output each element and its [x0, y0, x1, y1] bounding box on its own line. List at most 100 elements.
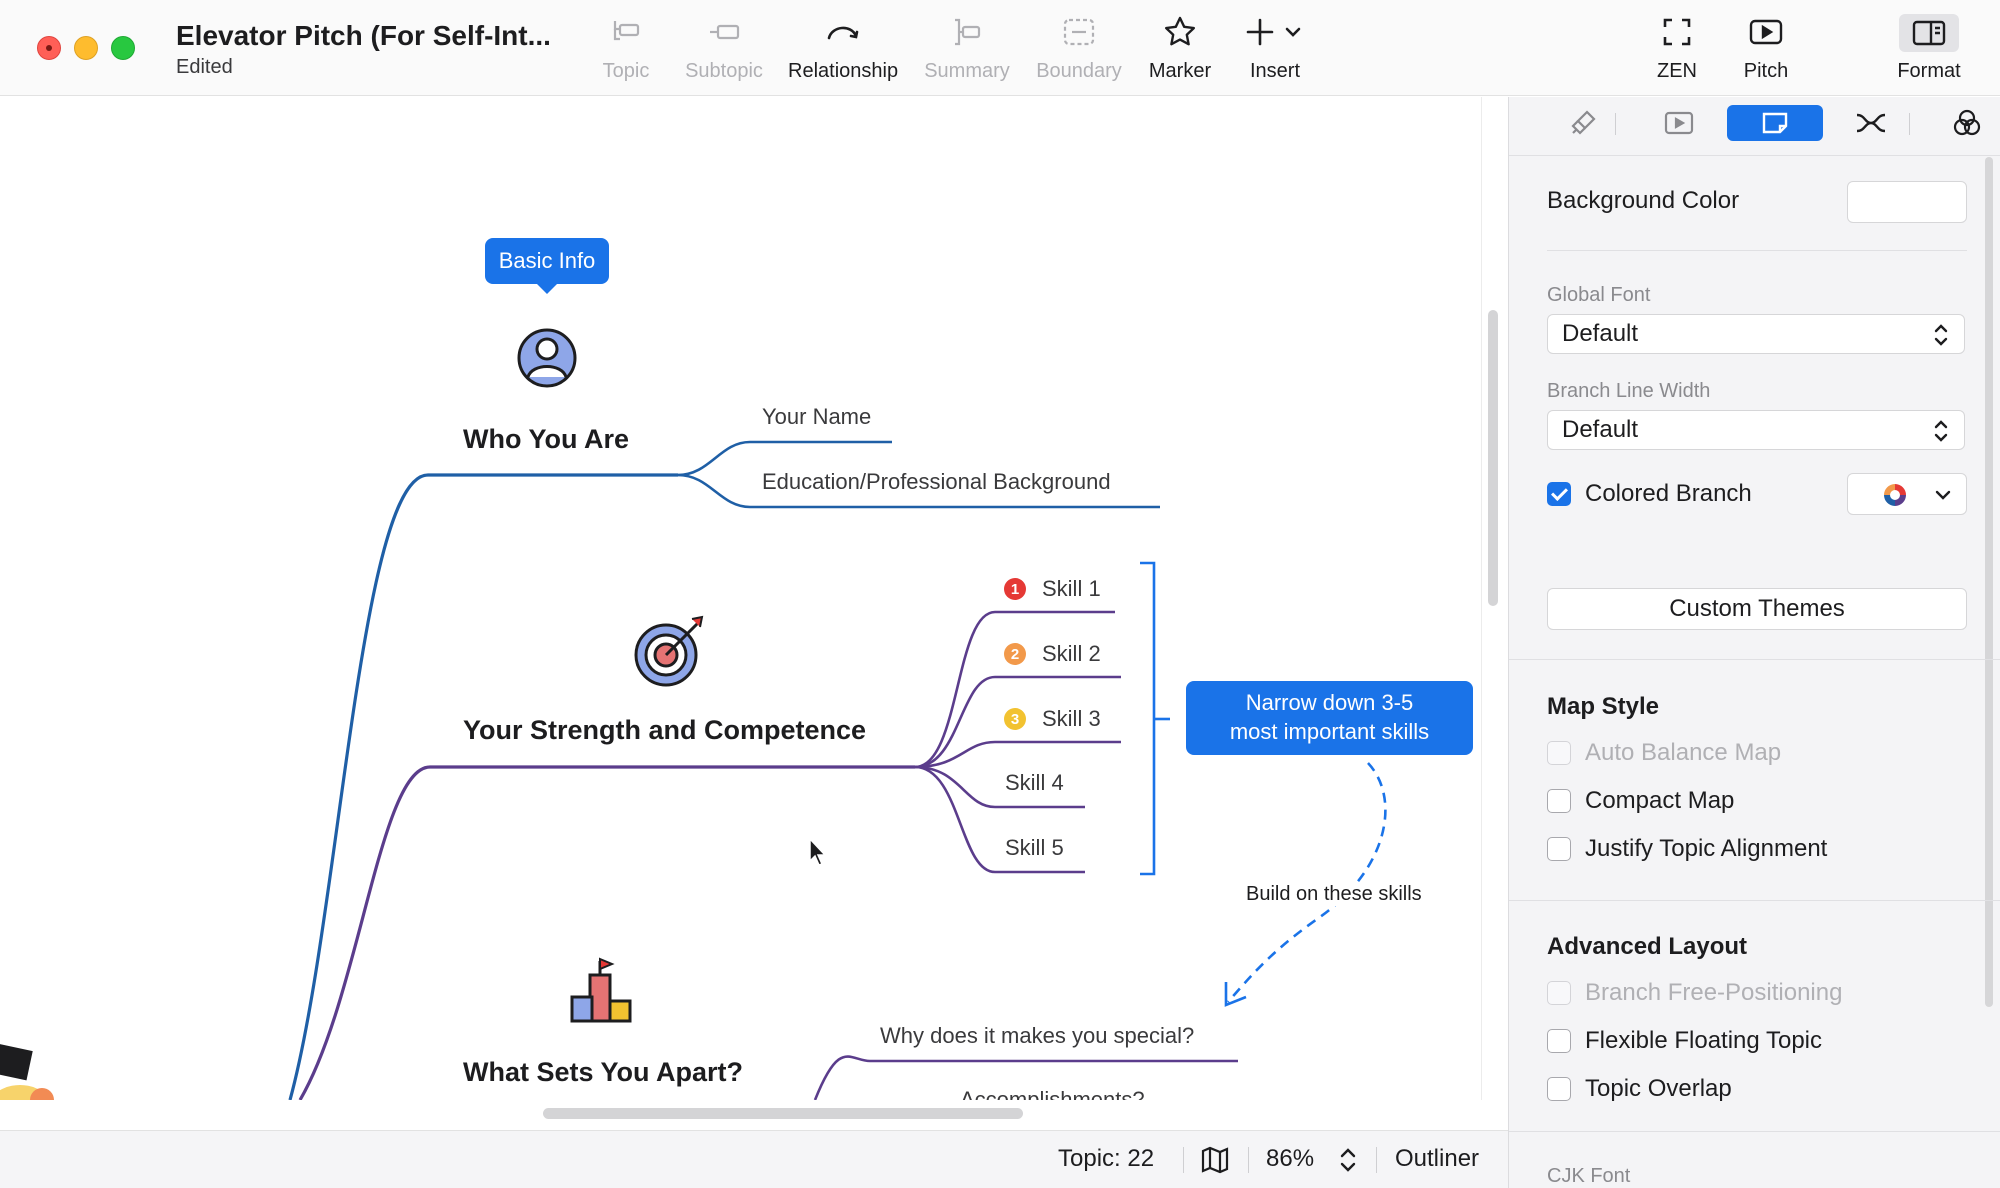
topic-who-you-are[interactable]: Who You Are — [463, 424, 629, 454]
tab-layout[interactable] — [1823, 105, 1919, 141]
canvas-horizontal-scrollbar[interactable] — [543, 1108, 1023, 1119]
compact-map-option[interactable]: Compact Map — [1547, 787, 1734, 815]
format-button[interactable]: Format — [1888, 14, 1970, 84]
select-arrows-icon — [1934, 324, 1948, 346]
justify-alignment-option[interactable]: Justify Topic Alignment — [1547, 835, 1827, 863]
branch-line-width-label: Branch Line Width — [1547, 380, 1711, 402]
select-arrows-icon — [1934, 420, 1948, 442]
status-separator — [1248, 1147, 1249, 1173]
branch-free-option[interactable]: Branch Free-Positioning — [1547, 979, 1842, 1007]
branch-free-checkbox[interactable] — [1547, 981, 1571, 1005]
global-font-label: Global Font — [1547, 284, 1651, 306]
color-wheel-icon — [1884, 484, 1906, 506]
document-status: Edited — [176, 56, 233, 78]
panel-tabs — [1509, 97, 2000, 155]
mind-map-canvas[interactable]: Basic Info Who You Are Your Name Educati… — [0, 97, 1482, 1100]
boundary-button[interactable]: Boundary — [1036, 14, 1122, 84]
relationship-icon — [827, 26, 859, 40]
person-icon — [517, 328, 577, 388]
compact-map-checkbox[interactable] — [1547, 789, 1571, 813]
subtopic-accomplishments[interactable]: Accomplishments? — [960, 1087, 1145, 1100]
plus-chevron-icon — [1246, 18, 1301, 46]
topic-overlap-checkbox[interactable] — [1547, 1077, 1571, 1101]
insert-button[interactable]: Insert — [1240, 14, 1310, 84]
chevron-down-icon — [1935, 490, 1951, 500]
background-color-well[interactable] — [1847, 181, 1967, 223]
topic-count: Topic: 22 — [1058, 1145, 1155, 1172]
map-style-heading: Map Style — [1547, 693, 1660, 720]
pitch-button[interactable]: Pitch — [1736, 14, 1796, 84]
panel-scrollbar[interactable] — [1985, 157, 1993, 1007]
decorative-illustration — [0, 1043, 54, 1100]
document-title[interactable]: Elevator Pitch (For Self-Int... — [176, 20, 551, 51]
topic-button[interactable]: Topic — [596, 14, 656, 84]
basic-info-callout[interactable]: Basic Info — [485, 238, 609, 284]
auto-balance-checkbox[interactable] — [1547, 741, 1571, 765]
subtopic-skill-1[interactable]: 1 Skill 1 — [1004, 575, 1101, 603]
window-minimize-button[interactable] — [74, 36, 98, 60]
subtopic-icon — [710, 24, 740, 40]
subtopic-your-name[interactable]: Your Name — [762, 404, 872, 429]
outliner-button[interactable]: Outliner — [1395, 1145, 1480, 1172]
priority-3-marker-icon: 3 — [1004, 708, 1026, 730]
subtopic-skill-3[interactable]: 3 Skill 3 — [1004, 705, 1101, 733]
canvas-edge — [1481, 97, 1482, 1100]
relationship-label[interactable]: Build on these skills — [1242, 883, 1426, 906]
branch-lines — [0, 283, 1387, 1100]
tab-style[interactable] — [1535, 105, 1631, 141]
status-separator — [1183, 1147, 1184, 1173]
flexible-floating-checkbox[interactable] — [1547, 1029, 1571, 1053]
title-bar: Elevator Pitch (For Self-Int... Edited T… — [0, 0, 2000, 96]
marker-button[interactable]: Marker — [1146, 14, 1214, 84]
podium-icon — [570, 957, 632, 1023]
global-font-select[interactable]: Default — [1547, 314, 1965, 354]
tab-theme[interactable] — [1919, 105, 2000, 141]
justify-alignment-checkbox[interactable] — [1547, 837, 1571, 861]
mouse-cursor-icon — [809, 837, 827, 866]
branch-color-palette-dropdown[interactable] — [1847, 473, 1967, 515]
custom-themes-button[interactable]: Custom Themes — [1547, 588, 1967, 630]
colored-branch-option[interactable]: Colored Branch — [1547, 480, 1752, 508]
canvas-vertical-scrollbar[interactable] — [1488, 310, 1498, 606]
topic-icon — [613, 21, 640, 41]
advanced-layout-heading: Advanced Layout — [1547, 933, 1748, 960]
topic-strength[interactable]: Your Strength and Competence — [463, 715, 867, 745]
cjk-font-label: CJK Font — [1547, 1165, 1631, 1187]
summary-icon — [955, 18, 981, 46]
relationship-button[interactable]: Relationship — [788, 14, 898, 84]
zoom-stepper-icon[interactable] — [1338, 1145, 1358, 1175]
flexible-floating-option[interactable]: Flexible Floating Topic — [1547, 1027, 1822, 1055]
format-panel: Background Color Global Font Default Bra… — [1508, 97, 2000, 1188]
background-color-label: Background Color — [1547, 187, 1740, 214]
subtopic-why-special[interactable]: Why does it makes you special? — [880, 1023, 1195, 1048]
subtopic-education[interactable]: Education/Professional Background — [762, 469, 1111, 494]
boundary-icon — [1063, 18, 1095, 46]
subtopic-skill-5[interactable]: Skill 5 — [1005, 835, 1064, 860]
tab-map-format[interactable] — [1727, 105, 1823, 141]
topic-overlap-option[interactable]: Topic Overlap — [1547, 1075, 1732, 1103]
sidebar-panel-icon — [1912, 20, 1946, 46]
zen-button[interactable]: ZEN — [1652, 14, 1702, 84]
subtopic-button[interactable]: Subtopic — [680, 14, 768, 84]
auto-balance-option[interactable]: Auto Balance Map — [1547, 739, 1781, 767]
tab-pitch[interactable] — [1631, 105, 1727, 141]
subtopic-skill-2[interactable]: 2 Skill 2 — [1004, 640, 1101, 668]
star-icon — [1165, 16, 1195, 46]
branch-line-width-select[interactable]: Default — [1547, 410, 1965, 450]
priority-1-marker-icon: 1 — [1004, 578, 1026, 600]
paintbrush-icon — [1571, 110, 1596, 135]
status-bar: Topic: 22 86% Outliner — [0, 1130, 1508, 1188]
colored-branch-checkbox[interactable] — [1547, 482, 1571, 506]
priority-2-marker-icon: 2 — [1004, 643, 1026, 665]
target-icon — [634, 615, 704, 687]
window-zoom-button[interactable] — [111, 36, 135, 60]
play-screen-icon — [1749, 19, 1783, 45]
summary-button[interactable]: Summary — [924, 14, 1010, 84]
zoom-level[interactable]: 86% — [1266, 1145, 1315, 1172]
map-view-icon[interactable] — [1200, 1146, 1230, 1174]
topic-what-sets-you-apart[interactable]: What Sets You Apart? — [463, 1057, 744, 1087]
subtopic-skill-4[interactable]: Skill 4 — [1005, 770, 1064, 795]
slideshow-icon — [1664, 111, 1694, 135]
summary-topic[interactable]: Narrow down 3-5 most important skills — [1186, 681, 1473, 755]
window-close-button[interactable] — [37, 36, 61, 60]
